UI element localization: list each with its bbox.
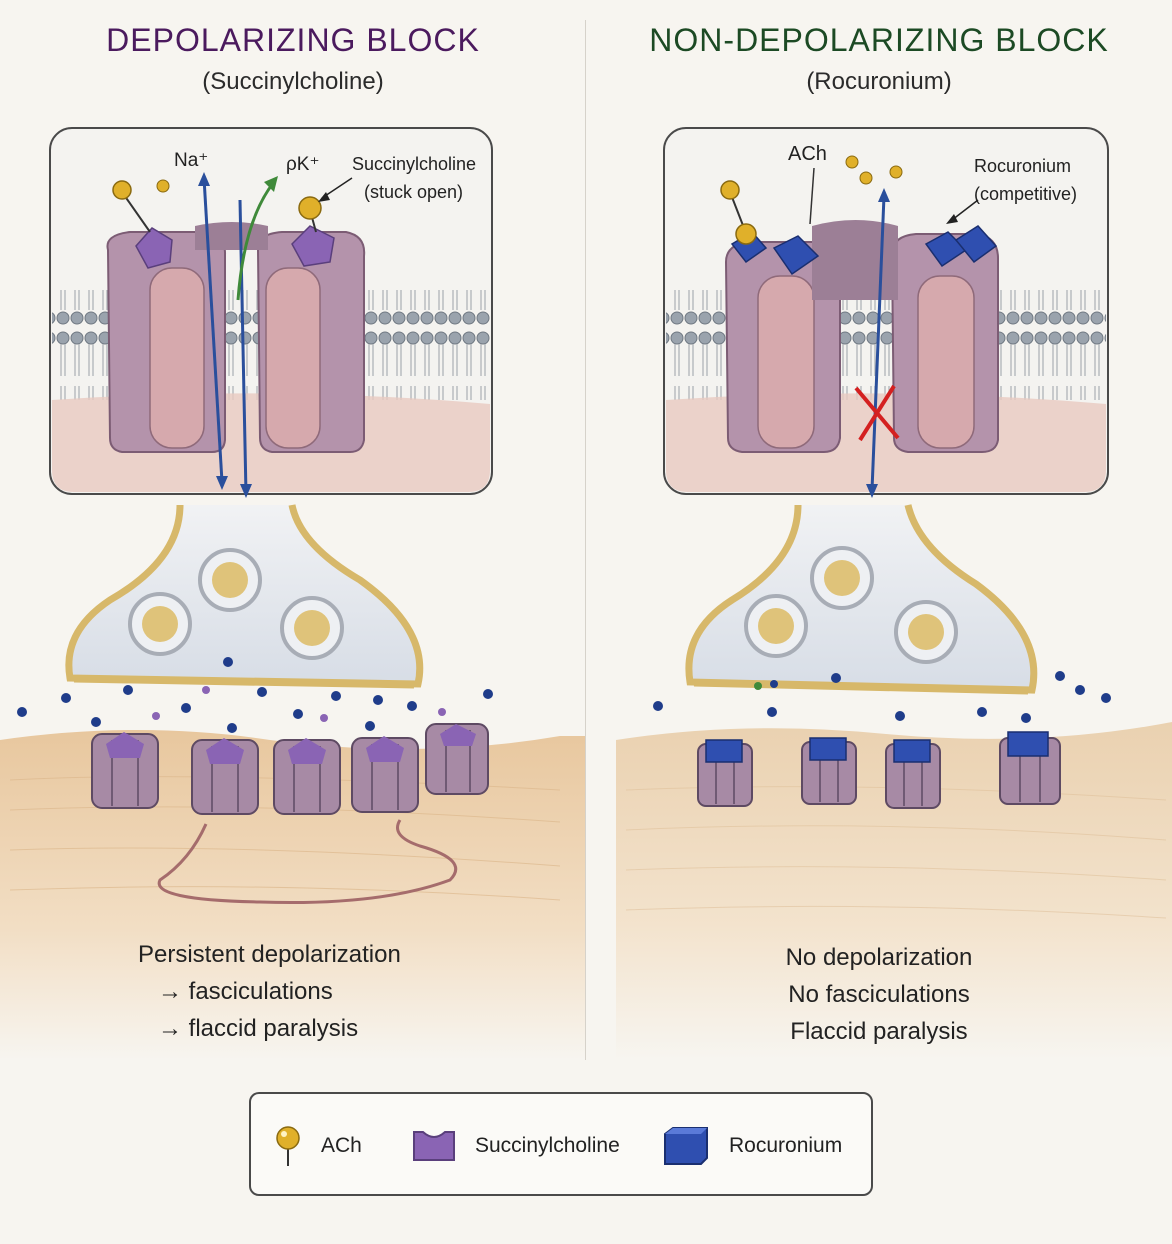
legend: ACh Succinylcholine Rocuronium bbox=[249, 1092, 873, 1196]
synaptic-vesicle bbox=[894, 600, 958, 664]
ach-molecule bbox=[156, 179, 170, 193]
succinylcholine-cup-icon bbox=[413, 1131, 455, 1161]
succinylcholine-bound-site bbox=[291, 225, 335, 267]
nicotinic-receptor-blocked bbox=[885, 739, 941, 809]
nicotinic-receptor bbox=[273, 738, 341, 815]
synaptic-vesicle bbox=[280, 596, 344, 660]
outcome-line-2: No fasciculations bbox=[788, 981, 970, 1008]
depolarization-wave bbox=[157, 819, 458, 905]
rocuronium-bound-site bbox=[772, 235, 820, 276]
ach-pin-icon bbox=[276, 1126, 300, 1166]
ach-label: ACh bbox=[788, 143, 827, 165]
sodium-label: Na⁺ bbox=[174, 150, 208, 171]
potassium-efflux-arrow bbox=[236, 176, 278, 301]
channel-closeup-inset: ACh Rocuronium (competitive) bbox=[663, 127, 1109, 498]
non-depolarizing-outcome: No depolarization No fasciculations Flac… bbox=[586, 939, 1172, 1050]
legend-label-ach: ACh bbox=[321, 1134, 362, 1157]
legend-label-rocuronium: Rocuronium bbox=[729, 1134, 843, 1157]
nicotinic-receptor bbox=[425, 723, 489, 795]
depolarizing-block-panel: DEPOLARIZING BLOCK (Succinylcholine) bbox=[0, 0, 586, 1080]
nerve-terminal bbox=[65, 504, 424, 689]
ach-molecule bbox=[112, 180, 151, 233]
legend-item-succinylcholine: Succinylcholine bbox=[411, 1124, 620, 1168]
synaptic-vesicle bbox=[198, 548, 262, 612]
nicotinic-receptor bbox=[191, 738, 259, 815]
succinylcholine-molecule bbox=[298, 196, 322, 233]
nicotinic-receptor bbox=[351, 736, 419, 813]
block-x-icon bbox=[854, 384, 900, 442]
sodium-influx-arrow bbox=[198, 172, 228, 490]
rocuronium-callout-line2: (competitive) bbox=[974, 184, 1077, 204]
nicotinic-receptor-blocked bbox=[697, 739, 753, 807]
non-depolarizing-scene: ACh Rocuronium (competitive) bbox=[616, 127, 1172, 1060]
synaptic-vesicle bbox=[744, 594, 808, 658]
nicotinic-receptor bbox=[91, 732, 159, 809]
muscle-fiber bbox=[0, 730, 586, 1060]
non-depolarizing-title: NON-DEPOLARIZING BLOCK bbox=[649, 22, 1109, 58]
outcome-line-1: Persistent depolarization bbox=[138, 941, 401, 968]
depolarizing-outcome: Persistent depolarization → fasciculatio… bbox=[138, 936, 401, 1047]
synaptic-vesicle bbox=[810, 546, 874, 610]
synaptic-cleft-molecules bbox=[653, 671, 1111, 723]
nicotinic-receptor-blocked bbox=[999, 731, 1061, 805]
depolarizing-title: DEPOLARIZING BLOCK bbox=[106, 22, 480, 58]
open-ion-channel bbox=[106, 222, 366, 453]
ach-molecule bbox=[889, 165, 903, 179]
potassium-label: ρK⁺ bbox=[286, 154, 320, 175]
outcome-line-2: → fasciculations bbox=[158, 978, 333, 1005]
outcome-line-1: No depolarization bbox=[785, 944, 973, 971]
rocuronium-callout-line1: Rocuronium bbox=[974, 156, 1071, 176]
ach-molecule bbox=[845, 155, 859, 169]
panel-divider bbox=[585, 20, 586, 1060]
synaptic-vesicle bbox=[128, 592, 192, 656]
legend-item-ach: ACh bbox=[273, 1124, 362, 1168]
succinylcholine-callout-line1: Succinylcholine bbox=[352, 154, 476, 174]
depolarizing-subtitle: (Succinylcholine) bbox=[202, 68, 384, 95]
legend-label-succinylcholine: Succinylcholine bbox=[475, 1134, 620, 1157]
ach-molecule bbox=[735, 223, 757, 245]
nerve-terminal bbox=[685, 504, 1038, 695]
ion-flow-arrow bbox=[238, 199, 252, 498]
non-depolarizing-subtitle: (Rocuronium) bbox=[806, 68, 952, 95]
rocuronium-bound-site bbox=[954, 225, 998, 264]
succinylcholine-callout-line2: (stuck open) bbox=[364, 182, 463, 202]
non-depolarizing-block-panel: NON-DEPOLARIZING BLOCK (Rocuronium) bbox=[586, 0, 1172, 1080]
outcome-line-3: Flaccid paralysis bbox=[790, 1018, 968, 1045]
nicotinic-receptor-blocked bbox=[801, 737, 857, 805]
muscle-fiber bbox=[616, 722, 1172, 1060]
rocuronium-block-icon bbox=[664, 1127, 708, 1165]
synaptic-cleft-molecules bbox=[17, 657, 493, 733]
blocked-ion-arrow bbox=[866, 188, 890, 498]
ach-molecule bbox=[859, 171, 873, 185]
channel-closeup-inset: Na⁺ ρK⁺ Succinylcholine (stuck open) bbox=[49, 127, 493, 498]
depolarizing-scene: Na⁺ ρK⁺ Succinylcholine (stuck open) bbox=[0, 127, 586, 1060]
ach-molecule bbox=[720, 180, 745, 229]
outcome-line-3: → flaccid paralysis bbox=[158, 1015, 359, 1042]
legend-item-rocuronium: Rocuronium bbox=[661, 1124, 842, 1168]
